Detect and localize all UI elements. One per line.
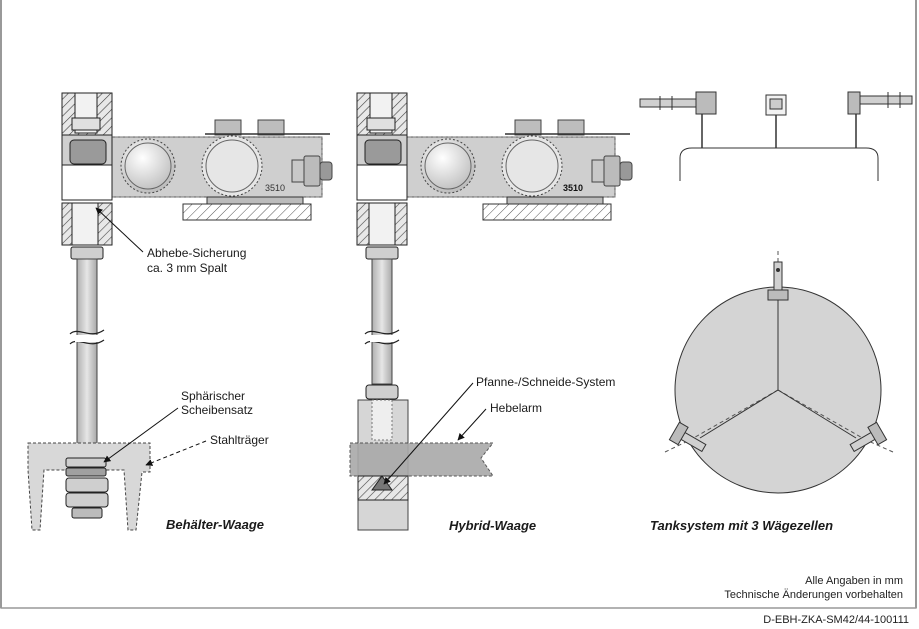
footer-note-line2: Technische Änderungen vorbehalten (724, 589, 903, 601)
left-caption: Behälter-Waage (166, 517, 264, 532)
left-diagram: 3510 Abhebe-Sicherung (27, 92, 333, 532)
middle-lever-arm (349, 442, 495, 477)
tank-mount-top (767, 261, 789, 301)
left-suspension-rod (76, 258, 98, 450)
tank-side-view (679, 147, 879, 181)
middle-diagram: 3510 Pfanne-/Schneide-System Hebelarm (349, 92, 633, 533)
footer-note-line1: Alle Angaben in mm (805, 575, 903, 587)
left-cell-number: 3510 (265, 183, 285, 193)
label-lift-guard-line1: Abhebe-Sicherung (147, 246, 246, 260)
label-washer-line2: Scheibensatz (181, 403, 253, 417)
steel-beam-leader (145, 440, 207, 466)
right-caption: Tanksystem mit 3 Wägezellen (650, 518, 833, 533)
middle-cell-number: 3510 (563, 183, 583, 193)
left-steel-beam (27, 442, 151, 531)
tank-mount-right (849, 421, 888, 453)
knife-edge-leader (383, 382, 474, 485)
left-base-foundation (182, 203, 312, 221)
label-lever: Hebelarm (490, 401, 542, 415)
label-steel-beam: Stahlträger (210, 433, 269, 447)
lift-guard-leader (95, 207, 144, 253)
middle-caption: Hybrid-Waage (449, 518, 536, 533)
lever-leader (457, 408, 487, 441)
middle-suspension-rod (371, 258, 393, 385)
label-lift-guard-line2: ca. 3 mm Spalt (147, 261, 228, 275)
left-cell-pocket-1 (120, 138, 176, 194)
doc-code: D-EBH-ZKA-SM42/44-100111 (763, 614, 909, 626)
tank-mount-left (668, 421, 707, 453)
right-diagram: Tanksystem mit 3 Wägezellen (639, 91, 913, 533)
washer-leader (103, 407, 179, 463)
middle-base-foundation (482, 203, 612, 221)
label-washer-line1: Sphärischer (181, 389, 245, 403)
middle-cell-pocket-1 (420, 138, 476, 194)
middle-cell-pocket-2 (501, 135, 563, 197)
label-knife-edge: Pfanne-/Schneide-System (476, 375, 615, 389)
left-cell-pocket-2 (201, 135, 263, 197)
